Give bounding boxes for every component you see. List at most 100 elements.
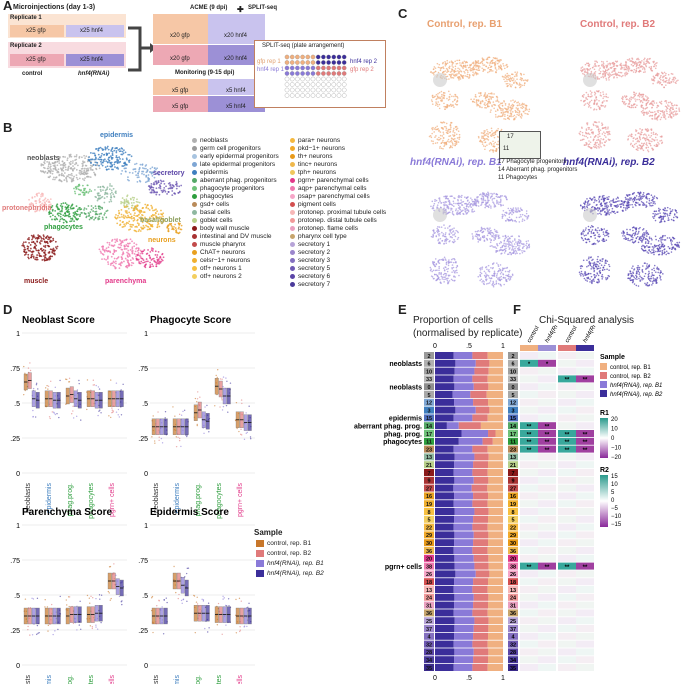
umap-cell-point: [645, 143, 647, 146]
umap-cell-point: [503, 118, 505, 120]
umap-cell-point: [521, 247, 524, 250]
umap-cell-point: [585, 144, 587, 146]
umap-cell-point: [58, 159, 61, 162]
umap-cell-point: [98, 248, 101, 251]
umap-cell-point: [479, 239, 481, 242]
umap-cell-point: [635, 148, 638, 151]
umap-cell-point: [479, 105, 481, 108]
umap-cell-point: [452, 66, 454, 68]
umap-cell-point: [442, 201, 445, 204]
umap-cell-point: [449, 140, 452, 143]
umap-cell-point: [36, 254, 39, 256]
plate-well: [336, 71, 342, 76]
umap-cell-point: [56, 164, 59, 167]
umap-cell-point: [127, 153, 130, 156]
umap-cell-point: [468, 76, 471, 78]
umap-cell-point: [650, 102, 652, 104]
umap-cell-point: [595, 124, 597, 127]
umap-cell-point: [588, 145, 591, 148]
umap-cell-point: [588, 69, 590, 71]
umap-cell-point: [39, 169, 42, 172]
legend-item: otf+ neurons 2: [192, 273, 242, 280]
umap-cell-point: [504, 234, 507, 237]
umap-cell-point: [651, 107, 653, 109]
umap-cell-point: [670, 103, 673, 105]
umap-cell-point: [599, 141, 602, 144]
umap-cell-point: [141, 221, 144, 224]
rep1-hnf4: x25 hnf4: [80, 28, 104, 34]
umap-cell-point: [30, 254, 33, 256]
umap-cell-point: [627, 65, 630, 68]
umap-cell-point: [512, 252, 515, 255]
umap-cell-point: [82, 161, 85, 164]
umap-cell-point: [514, 249, 517, 252]
umap-cell-point: [33, 236, 36, 238]
umap-cell-point: [177, 191, 180, 194]
umap-cell-point: [110, 196, 113, 199]
umap-cell-point: [635, 92, 637, 95]
umap-cell-point: [496, 116, 499, 118]
umap-cell-point: [113, 244, 116, 247]
umap-cell-point: [597, 129, 600, 131]
umap-cell-point: [497, 282, 500, 285]
umap-cell-point: [134, 163, 136, 166]
umap-cell-point: [90, 217, 93, 220]
umap-cell-point: [596, 126, 598, 128]
umap-cell-point: [63, 179, 66, 181]
umap-cell-point: [144, 181, 147, 184]
umap-cell-point: [653, 79, 656, 82]
umap-cell-point: [439, 131, 442, 133]
umap-cell-point: [656, 106, 658, 109]
umap-cell-point: [58, 179, 61, 182]
umap-cell-point: [512, 73, 514, 76]
umap-cell-point: [88, 218, 91, 221]
umap-cell-point: [60, 202, 63, 205]
umap-cell-point: [72, 207, 75, 209]
umap-cell-point: [467, 209, 470, 212]
plate-well: [336, 65, 342, 71]
umap-cell-point: [41, 240, 43, 242]
plate-well: [321, 82, 326, 87]
umap-cell-point: [98, 213, 101, 215]
umap-cell-point: [518, 216, 521, 219]
umap-cell-point: [438, 269, 440, 272]
umap-cell-point: [439, 134, 442, 137]
umap-cell-point: [660, 139, 663, 142]
umap-cell-point: [137, 247, 140, 250]
umap-cell-point: [119, 243, 122, 245]
umap-cell-point: [518, 82, 521, 85]
umap-cell-point: [106, 161, 109, 164]
umap-cell-point: [51, 214, 54, 217]
umap-cell-point: [507, 76, 509, 78]
umap-cell-point: [525, 240, 528, 243]
plate-well: [300, 76, 305, 82]
umap-cell-point: [431, 270, 433, 273]
plate-well: [326, 87, 331, 93]
umap-cell-point: [94, 164, 97, 167]
umap-cell-point: [631, 135, 633, 138]
legend-item: late epidermal progenitors: [192, 161, 275, 168]
umap-cell-point: [486, 227, 488, 230]
umap-cell-point: [167, 190, 170, 193]
umap-cell-point: [641, 104, 644, 107]
umap-cell-point: [494, 57, 497, 59]
umap-cell-point: [454, 142, 456, 145]
umap-cell-point: [633, 95, 636, 98]
umap-cell-point: [488, 95, 491, 98]
umap-cell-point: [483, 281, 485, 283]
umap-cell-point: [485, 278, 488, 280]
umap-cell-point: [436, 231, 439, 234]
umap-cell-point: [580, 67, 583, 69]
umap-cell-point: [480, 278, 483, 281]
umap-cell-point: [465, 60, 467, 63]
umap-cell-point: [599, 70, 602, 73]
umap-cell-point: [131, 261, 133, 264]
umap-cell-point: [615, 61, 618, 63]
umap-cell-point: [55, 247, 58, 250]
umap-cell-point: [70, 207, 72, 210]
umap-cell-point: [433, 261, 436, 263]
umap-cell-point: [82, 164, 84, 167]
umap-cell-point: [489, 245, 492, 248]
umap-cell-point: [129, 223, 132, 226]
umap-cell-point: [645, 137, 647, 140]
